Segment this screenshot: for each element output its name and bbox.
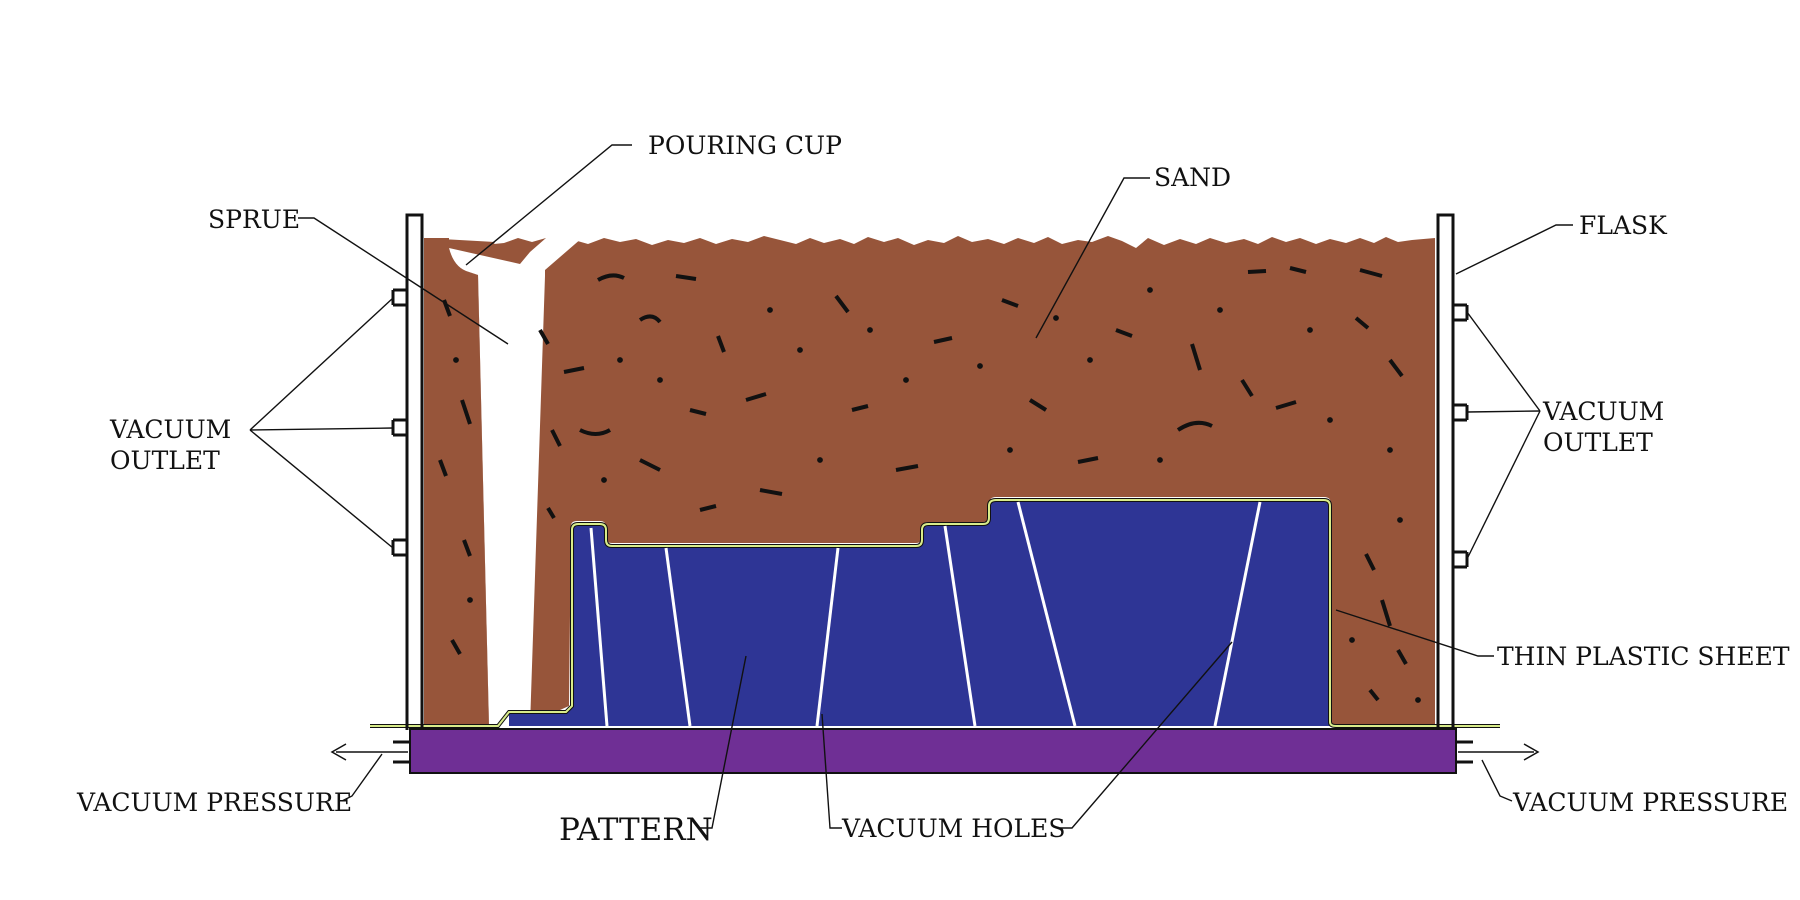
labels: POURING CUP SPRUE SAND FLASK VACUUM OUTL… [76, 131, 1790, 848]
pattern-body [509, 500, 1336, 726]
flask-wall-right [1436, 213, 1469, 730]
sand-body [424, 236, 1435, 727]
label-vacuum-outlet-right-line2: OUTLET [1543, 428, 1653, 457]
label-vacuum-pressure-right: VACUUM PRESSURE [1512, 788, 1788, 817]
leader-vacuum-outlet-right-3 [1466, 410, 1541, 560]
leader-sprue [298, 217, 509, 345]
sand-left-column [424, 238, 489, 726]
vacuum-hole-2 [664, 547, 692, 727]
thin-plastic-sheet-highlight [370, 499, 1500, 727]
vacuum-hole-1 [589, 527, 609, 727]
leader-flask [1455, 224, 1573, 275]
label-sprue: SPRUE [208, 205, 300, 234]
sprue-channel [449, 238, 582, 726]
base-plate [409, 728, 1457, 774]
label-thin-plastic-sheet: THIN PLASTIC SHEET [1497, 642, 1790, 671]
leader-vacuum-holes-2 [1060, 641, 1233, 829]
leader-vacuum-outlet-left-3 [249, 429, 394, 549]
label-pouring-cup: POURING CUP [648, 131, 842, 160]
leader-thin-plastic-sheet [1335, 609, 1494, 657]
leader-pattern [700, 655, 747, 829]
vacuum-holes [589, 501, 1262, 727]
label-sand: SAND [1154, 163, 1231, 192]
flask-wall-left [391, 213, 424, 730]
leader-vacuum-pressure-left [341, 753, 383, 802]
leader-vacuum-outlet-right-2 [1466, 410, 1541, 413]
label-vacuum-outlet-left-line2: OUTLET [110, 446, 220, 475]
label-vacuum-outlet-right-line1: VACUUM [1542, 397, 1664, 426]
vacuum-hole-3 [815, 547, 840, 727]
label-pattern: PATTERN [559, 812, 713, 848]
leader-sand [1035, 177, 1150, 339]
label-vacuum-holes: VACUUM HOLES [841, 814, 1066, 843]
vacuum-pressure-port-left [330, 740, 410, 764]
vacuum-hole-5 [1016, 501, 1077, 727]
vacuum-hole-6 [1213, 501, 1262, 727]
leader-lines [249, 144, 1573, 829]
leader-vacuum-outlet-left-2 [249, 427, 394, 431]
leader-vacuum-outlet-left-1 [249, 297, 394, 431]
leader-pouring-cup [465, 144, 632, 266]
vacuum-hole-4 [943, 525, 977, 727]
label-vacuum-outlet-left-line1: VACUUM [109, 415, 231, 444]
leader-vacuum-pressure-right [1481, 759, 1513, 802]
label-vacuum-pressure-left: VACUUM PRESSURE [76, 788, 352, 817]
label-flask: FLASK [1579, 211, 1668, 240]
sand-specks [438, 266, 1421, 703]
leader-vacuum-holes-1 [821, 713, 842, 829]
leader-vacuum-outlet-right-1 [1466, 311, 1541, 412]
vacuum-pressure-port-right [1456, 740, 1540, 764]
